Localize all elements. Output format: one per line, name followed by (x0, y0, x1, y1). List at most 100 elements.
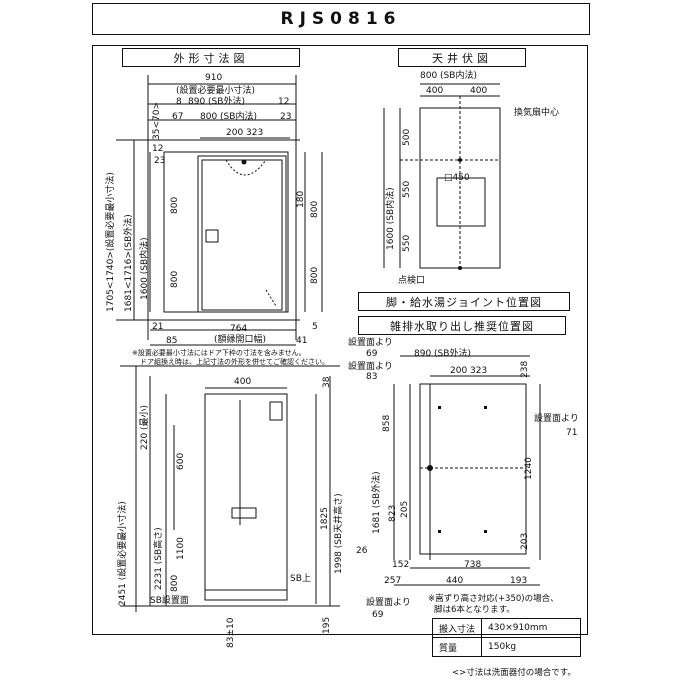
outline-note-1: ※設置必要最小寸法にはドア下枠の寸法を含みません。 (132, 349, 306, 357)
leg-dim-1681: 1681 (SB外法) (372, 471, 382, 534)
leg-dim-193: 193 (510, 576, 528, 586)
elev-dim-2451: 2451 (設置必要最小寸法) (118, 501, 128, 606)
dim-180: 180 (296, 190, 306, 208)
leg-section-title: 脚・給水湯ジョイント位置図 (386, 295, 542, 309)
spec-value: 150kg (481, 637, 582, 657)
leg-from-face-1: 設置面より (348, 338, 393, 348)
dim-800-sb-inner: 800 (SB内法) (200, 112, 257, 122)
ceiling-dim-550-b: 550 (402, 234, 412, 252)
dim-21: 21 (152, 322, 164, 332)
dim-67: 67 (172, 112, 184, 122)
leg-dim-440: 440 (446, 576, 464, 586)
dim-frame-opening: (額縁開口幅) (214, 335, 267, 345)
elev-sb-upper: SB上 (290, 574, 311, 584)
dim-5: 5 (312, 322, 318, 332)
leg-dim-890: 890 (SB外法) (414, 349, 471, 359)
elev-sb-floor: SB設置面 (150, 596, 189, 606)
dim-41: 41 (296, 336, 308, 346)
leg-from-face-4: 設置面より (366, 598, 411, 608)
dim-install-min: (設置必要最小寸法) (176, 86, 256, 96)
spec-row: 質量 150kg (431, 637, 582, 657)
ceiling-fan-label: 換気扇中心 (514, 108, 560, 118)
note-sink: <>寸法は洗面器付の場合です。 (452, 668, 576, 678)
drawing-title: RJS0816 (92, 3, 590, 35)
ceiling-section-header: 天井伏図 (398, 48, 526, 67)
spec-label: 搬入寸法 (431, 618, 483, 638)
dim-764: 764 (230, 324, 248, 334)
ceiling-dim-500: 500 (402, 128, 412, 146)
dim-1600: 1600 (SB内法) (140, 237, 150, 300)
elev-dim-800: 800 (170, 574, 180, 592)
elev-dim-600: 600 (176, 452, 186, 470)
outline-section-title: 外形寸法図 (173, 51, 249, 65)
dim-12: 12 (278, 97, 290, 107)
outline-section-header: 外形寸法図 (122, 48, 300, 67)
leg-section-header: 脚・給水湯ジョイント位置図 (358, 292, 570, 311)
ceiling-dim-1600: 1600 (SB内法) (386, 187, 396, 250)
ceiling-fan-center (458, 158, 462, 162)
elev-dim-2231: 2231 (SB高さ) (154, 527, 164, 590)
drain-section-title: 雑排水取り出し推奨位置図 (390, 319, 534, 333)
plan-outer-outline (163, 151, 289, 313)
leg-dim-1240: 1240 (524, 457, 534, 480)
leg-dim-858: 858 (382, 414, 392, 432)
ceiling-hatch-label: □450 (444, 173, 470, 183)
elevation-fitting (269, 401, 283, 421)
ceiling-dim-400-a: 400 (426, 86, 444, 96)
leg-from-face-2: 設置面より (348, 362, 393, 372)
plan-door-panel (201, 159, 283, 311)
elev-dim-1998: 1998 (SB天井高さ) (334, 493, 344, 574)
note-legs: 脚は6本となります。 (434, 605, 515, 615)
dim-800-right-a: 800 (310, 200, 320, 218)
leg-dim-238: 238 (520, 360, 530, 378)
ceiling-inspect-label: 点検口 (398, 276, 426, 286)
ceiling-inspect-point (458, 266, 462, 270)
dim-23: 23 (280, 112, 292, 122)
dim-800-right-b: 800 (310, 266, 320, 284)
leg-dim-205: 205 (400, 500, 410, 518)
elev-dim-1100: 1100 (176, 537, 186, 560)
dim-910: 910 (205, 73, 223, 83)
elev-dim-38: 38 (322, 376, 332, 388)
plan-swing (265, 289, 277, 307)
spec-value: 430×910mm (481, 618, 582, 638)
dim-8: 8 (176, 97, 182, 107)
plan-handle (205, 229, 219, 243)
spec-table: 搬入寸法 430×910mm 質量 150kg (431, 618, 582, 657)
dim-85: 85 (166, 336, 178, 346)
leg-dim-83: 83 (366, 372, 378, 382)
leg-foot-2 (484, 406, 487, 409)
leg-dim-69: 69 (366, 349, 378, 359)
leg-dim-71: 71 (566, 428, 578, 438)
elevation-faucet (231, 507, 257, 519)
elev-dim-1825: 1825 (320, 507, 330, 530)
elevation-base (204, 589, 288, 601)
plan-door-frame (197, 155, 287, 313)
elev-dim-220: 220 (最小) (140, 404, 150, 450)
leg-plan-outline (419, 383, 527, 555)
dim-23-left: 23 (154, 156, 166, 166)
note-raise: ※嵩ずり高さ対応(+350)の場合、 (428, 594, 559, 604)
spec-row: 搬入寸法 430×910mm (431, 618, 582, 638)
dim-890-sb-outer: 890 (SB外法) (188, 97, 245, 107)
ceiling-dim-800: 800 (SB内法) (420, 71, 477, 81)
dim-1705: 1705<1740>(設置必要最小寸法) (106, 172, 116, 312)
ceiling-inspect-hatch (436, 177, 486, 227)
ceiling-section-title: 天井伏図 (432, 51, 492, 65)
drawing-frame (92, 45, 588, 635)
leg-joint-point (427, 465, 433, 471)
ceiling-dim-550-a: 550 (402, 180, 412, 198)
leg-dim-823: 823 (388, 504, 398, 522)
elevation-body (204, 393, 288, 591)
plan-drain-point (241, 159, 247, 165)
leg-from-face-3: 設置面より (534, 414, 579, 424)
dim-200-323: 200 323 (226, 128, 264, 138)
dim-35-70: 35<70> (152, 102, 162, 140)
model-number: RJS0816 (280, 9, 402, 29)
dim-800-left-a: 800 (170, 196, 180, 214)
leg-foot-3 (438, 530, 441, 533)
elev-dim-83: 83±10 (226, 617, 236, 648)
dim-800-left-b: 800 (170, 270, 180, 288)
leg-dim-257: 257 (384, 576, 402, 586)
